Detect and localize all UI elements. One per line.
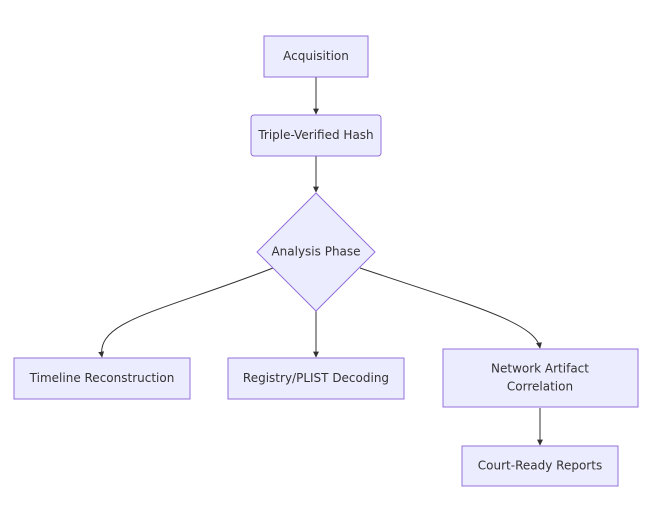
node-analysis-phase-label: Analysis Phase [271, 245, 360, 259]
node-triple-verified-hash: Triple-Verified Hash [250, 114, 382, 157]
node-network-artifact-correlation-label-line1: Network Artifact [491, 362, 589, 376]
edge-analysis-to-network [359, 267, 542, 349]
node-analysis-phase: Analysis Phase [256, 192, 376, 312]
edges [98, 77, 543, 446]
node-court-ready-reports-label: Court-Ready Reports [478, 459, 602, 473]
node-registry-plist-decoding: Registry/PLIST Decoding [227, 357, 405, 400]
node-triple-verified-hash-label: Triple-Verified Hash [257, 128, 373, 142]
node-acquisition: Acquisition [263, 35, 369, 78]
node-timeline-reconstruction: Timeline Reconstruction [13, 357, 191, 400]
node-registry-plist-decoding-label: Registry/PLIST Decoding [243, 371, 389, 385]
node-network-artifact-correlation: Network Artifact Correlation [442, 348, 639, 408]
node-acquisition-label: Acquisition [283, 49, 349, 63]
node-network-artifact-correlation-label-line2: Correlation [507, 380, 573, 394]
node-court-ready-reports: Court-Ready Reports [461, 445, 619, 487]
edge-analysis-to-timeline [98, 267, 274, 358]
node-timeline-reconstruction-label: Timeline Reconstruction [29, 371, 175, 385]
